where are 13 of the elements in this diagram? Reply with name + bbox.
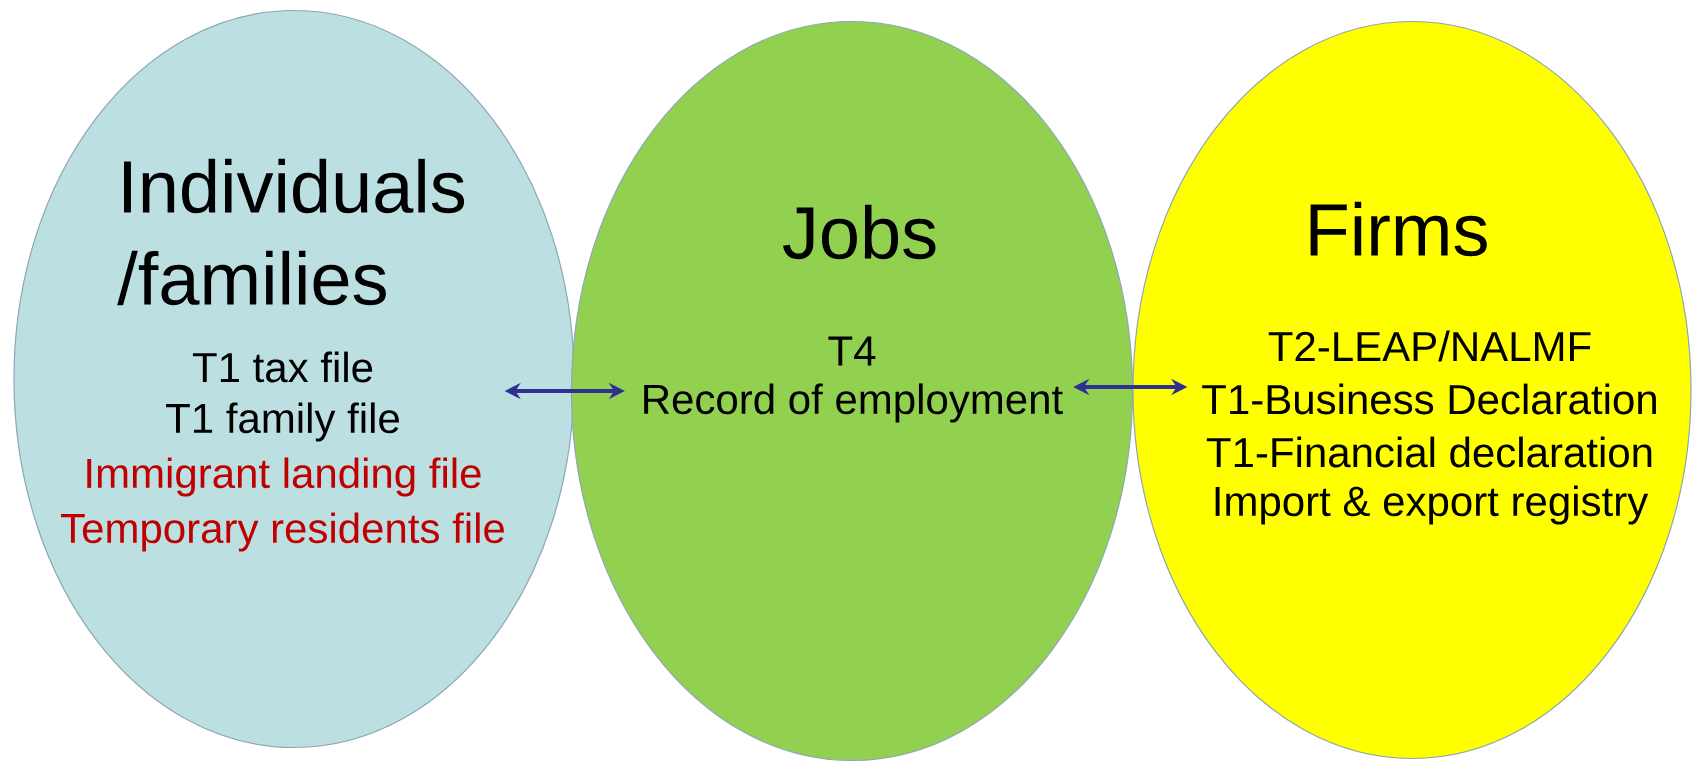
file-label: T1 tax file [192,351,373,383]
file-label: T1-Business Declaration [1202,383,1656,415]
file-label: Record of employment [644,383,1063,423]
file-label: T1-Financial declaration [1206,436,1652,468]
heading: Firms [1310,201,1487,257]
file-label: T4 [828,336,876,366]
file-label: Immigrant landing file [87,457,481,497]
heading: Individuals /families [117,158,465,306]
heading: Jobs [783,204,936,260]
file-label: Import & export registry [1215,485,1649,525]
file-label: T2-LEAP/NALMF [1268,330,1591,362]
file-label: Temporary residents file [61,512,504,552]
file-label: T1 family file [166,402,399,442]
